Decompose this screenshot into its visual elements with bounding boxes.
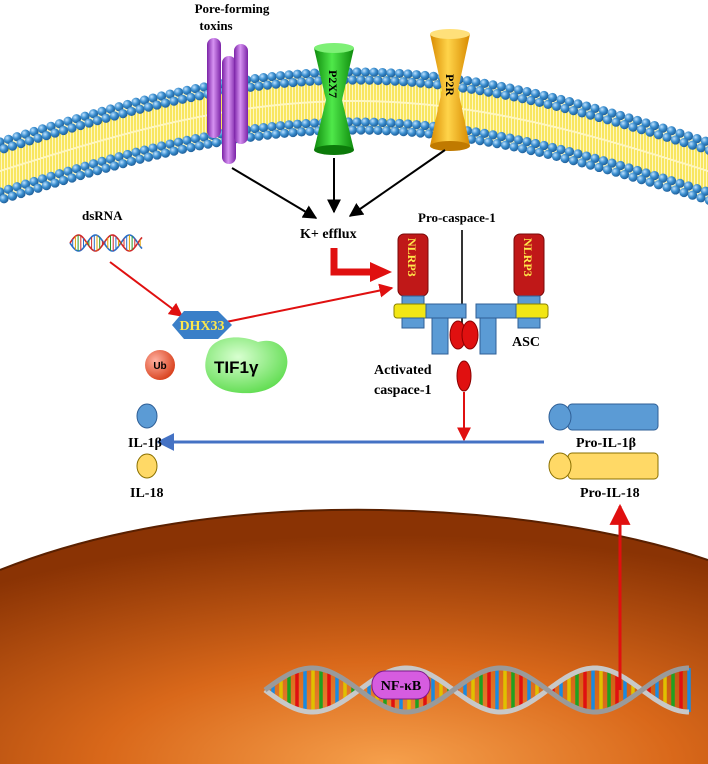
ubiquitin-ball (145, 350, 175, 380)
asc-label: ASC (512, 335, 540, 350)
p2x7-channel (314, 43, 354, 155)
pro-il18-label: Pro-IL-18 (580, 486, 640, 501)
pore-forming-toxin (207, 38, 248, 164)
activated-caspase-label-line2: caspace-1 (374, 383, 432, 398)
asc-right (475, 295, 549, 355)
il1b-ball (136, 403, 158, 429)
pro-il1b-label: Pro-IL-1β (576, 436, 636, 451)
tif1g-label: TIF1γ (214, 358, 259, 377)
nfkb-label: NF-κB (381, 679, 421, 694)
cell-membrane (0, 67, 708, 205)
dhx33-label: DHX33 (179, 319, 224, 334)
pro-il1b-protein (548, 403, 659, 431)
dsrna-to-dhx33-arrow (109, 261, 184, 317)
caspase-1 (449, 320, 479, 392)
nlrp3-left-label: NLRP3 (405, 238, 419, 277)
pro-caspase-label: Pro-caspace-1 (418, 210, 496, 225)
il1b-label: IL-1β (128, 436, 162, 451)
asc-left (393, 295, 467, 355)
k-efflux-to-nlrp3-arrow (330, 248, 392, 282)
k-efflux-label: K+ efflux (300, 227, 357, 242)
p2r-label: P2R (443, 74, 457, 96)
il18-label: IL-18 (130, 486, 163, 501)
dsrna-helix (69, 234, 143, 252)
pore-forming-toxins-label-line2: toxins (199, 18, 232, 33)
ub-label: Ub (153, 361, 166, 372)
nfkb-protein (371, 670, 431, 700)
activated-caspase-label: Activated (374, 363, 432, 378)
p2x7-label: P2X7 (326, 70, 340, 98)
toxin-to-k-efflux-arrow (231, 167, 318, 219)
pore-forming-toxins-label: Pore-forming (195, 1, 270, 16)
dsrna-label: dsRNA (82, 208, 123, 223)
nlrp3-right-label: NLRP3 (521, 238, 535, 277)
p2r-channel (430, 29, 470, 151)
dhx33-protein (172, 311, 232, 339)
tif1g-protein (205, 337, 288, 394)
pro-il18-protein (548, 452, 659, 480)
nuclear-envelope (0, 508, 708, 571)
dhx33-to-nlrp3-arrow (225, 283, 394, 323)
nucleus (0, 509, 708, 764)
p2r-to-k-efflux-arrow (348, 149, 446, 217)
il18-ball (136, 453, 158, 479)
